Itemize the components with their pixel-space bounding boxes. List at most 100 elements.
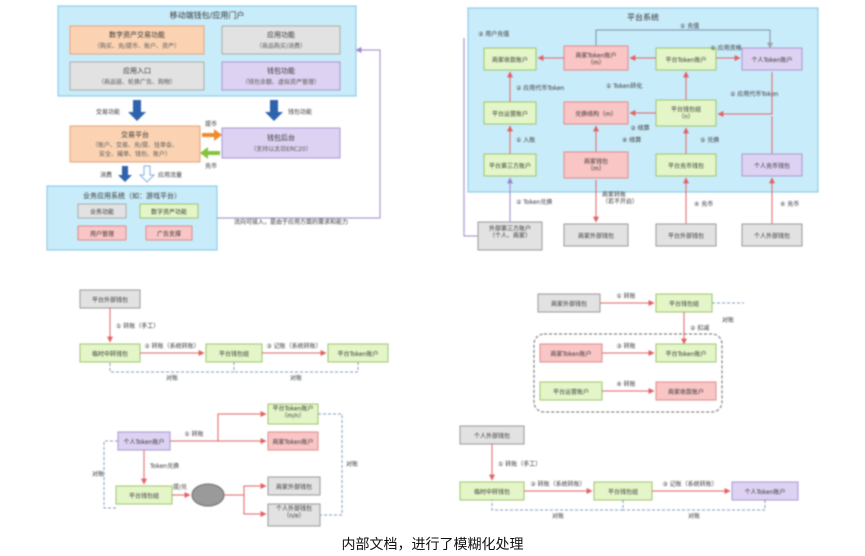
deposit1-label: ④ 充币 <box>694 200 713 208</box>
platform-charge-label: 平台充币钱包 <box>668 162 704 170</box>
trade-functions-title: 数字资产交易功能 <box>109 30 165 39</box>
br1-side-label: 对账 <box>722 316 734 324</box>
flow-merchant-deposit: 商家外部钱包 ① 转账 平台钱包组 ② 扣减 对账 商家Token账户 ③ 转账… <box>533 292 744 413</box>
app-functions-box <box>221 25 341 55</box>
trade-platform-box <box>69 125 201 163</box>
business-title: 业务应用系统（如：游戏平台） <box>83 191 181 200</box>
middle-label: ② 结算 <box>630 124 649 132</box>
personal-token-label: 个人Token账户 <box>751 56 792 64</box>
entry-label: ① 入账 <box>516 136 535 144</box>
br1-step4: ④ 转账 <box>616 380 635 388</box>
business-btn-2 <box>139 203 199 219</box>
trade-functions-box <box>69 25 205 55</box>
merchant-collect-box <box>483 47 537 71</box>
deposit2-label: ④ 充币 <box>780 200 799 208</box>
top-loop <box>595 29 773 49</box>
business-btn-1 <box>77 203 127 219</box>
token-transfer-label: ① Token转化 <box>606 82 642 90</box>
bl1-c-label: 平台Token账户 <box>337 350 378 358</box>
br2-back2-label: 对账 <box>688 512 700 520</box>
br2-step3: ③ 记账（系统转账） <box>662 480 717 488</box>
business-btn-4 <box>145 225 193 241</box>
access-note: 流向可接入，是由于应用方面的需求和能力 <box>234 218 348 226</box>
ext-label: ② Token兑换 <box>516 198 552 206</box>
ext-merchant-box <box>563 223 629 247</box>
bl1-back-1 <box>109 362 235 373</box>
caption-text: 内部文档，进行了模糊化处理 <box>341 537 524 553</box>
wallet-backend-sub: （支持以太坊ERC20） <box>250 145 312 153</box>
top-loop-label: ① 充值 <box>680 22 699 30</box>
third-party-box <box>483 153 537 177</box>
bl2-step1: ① 转账 <box>184 430 203 438</box>
platform-ops-label: 平台运营账户 <box>492 110 528 118</box>
settle-label: ④ 结算 <box>622 136 641 144</box>
merchant-wallet-box <box>563 151 629 179</box>
business-btn-3 <box>77 225 127 241</box>
wallet-down-label: 钱包功能 <box>288 108 312 116</box>
br2-back-1 <box>491 500 624 511</box>
app-flow-arrow <box>138 165 156 183</box>
top-left-architecture: 移动端钱包/应用门户 数字资产交易功能 （购买、充/提币、账户、资产） 应用功能… <box>46 5 381 251</box>
platform-wallet-label: 平台钱包组（n） <box>671 106 701 121</box>
third-party-label: 平台第三方账户 <box>489 162 531 170</box>
flow-personal-withdraw: 个人Token账户 ① 转账 平台Token账户（m/n） 商家Token账户 … <box>92 403 358 527</box>
wallet-backend-box <box>221 127 341 159</box>
trade-down-label: 交易功能 <box>96 108 120 116</box>
br2-back-2 <box>623 500 766 511</box>
br1-d-box <box>655 343 717 363</box>
merchant-token-box <box>563 45 629 71</box>
bl2-step3: 提/兑 <box>173 483 187 491</box>
bl2-decision-oval <box>191 483 225 507</box>
exchange-box <box>563 101 629 125</box>
consume-label: 消费 <box>100 171 112 179</box>
br1-f-box <box>655 381 717 401</box>
withdraw-label: 提币 <box>205 120 217 128</box>
bl2-r3-label: 商家外部钱包 <box>276 483 312 491</box>
bl1-step3: ③ 记账（系统转账） <box>266 342 321 350</box>
personal-token-box <box>741 47 803 71</box>
trade-down-arrow <box>128 100 146 121</box>
wallet-backend-title: 钱包后台 <box>267 133 295 142</box>
token-label: ② 应用代币Token <box>516 84 565 92</box>
platform-token-box <box>655 47 717 71</box>
consume-arrow <box>118 166 132 182</box>
exchange-label: 兑换结构（m） <box>575 110 617 118</box>
merchant-tx-label: 商家转账（若不开启） <box>602 191 638 206</box>
merchant-wallet-label: 商家钱包（m） <box>584 158 608 173</box>
bl1-back1-label: 对账 <box>166 374 178 382</box>
bl2-edge-r3 <box>224 483 267 496</box>
br1-a-label: 商家外部钱包 <box>551 300 587 308</box>
flow-personal-deposit: 个人外部钱包 ① 转账（手工） 临时中转钱包 ② 转账（系统转账） 平台钱包组 … <box>459 425 799 520</box>
bl2-a-label: 个人Token账户 <box>123 438 164 446</box>
br2-c-label: 个人Token账户 <box>744 488 785 496</box>
left-vertical <box>463 38 478 237</box>
business-btn-4-label: 广告支撑 <box>157 230 181 238</box>
bl2-r3-box <box>267 476 321 496</box>
br2-b-label: 平台钱包组 <box>608 488 638 496</box>
br1-e-label: 平台运营账户 <box>553 388 589 396</box>
app-functions-sub: （商品购买/消费） <box>256 42 306 50</box>
br1-f-label: 商家收款账户 <box>668 388 704 396</box>
br2-top-label: 个人外部钱包 <box>474 432 510 440</box>
bl2-b-label: 平台钱包组 <box>129 492 159 500</box>
br1-d-label: 平台Token账户 <box>665 350 706 358</box>
platform-charge-box <box>655 153 717 177</box>
bl1-back-2 <box>234 362 359 373</box>
wallet-functions-sub: （钱包余额、虚拟资产管理） <box>242 78 320 86</box>
bl2-edge-r4 <box>243 495 267 517</box>
br1-step1: ① 转账 <box>616 292 635 300</box>
business-btn-1-label: 业务功能 <box>90 208 114 216</box>
br1-group <box>533 333 723 413</box>
ext-platform-box <box>655 223 717 247</box>
recharge-note: ③ 用户充值 <box>478 30 509 38</box>
ext-personal-box <box>741 223 803 247</box>
business-btn-3-label: 用户管理 <box>90 230 114 238</box>
deposit-arrow <box>200 147 220 159</box>
merchant-collect-label: 商家收款账户 <box>492 56 528 64</box>
platform-title: 平台系统 <box>627 12 659 22</box>
app-functions-title: 应用功能 <box>267 30 295 39</box>
merchant-token-label: 商家Token账户（m） <box>575 52 616 67</box>
br1-step3: ③ 转账 <box>616 342 635 350</box>
diagram-canvas: 移动端钱包/应用门户 数字资产交易功能 （购买、充/提币、账户、资产） 应用功能… <box>46 5 819 527</box>
app-entry-title: 应用入口 <box>123 66 151 75</box>
